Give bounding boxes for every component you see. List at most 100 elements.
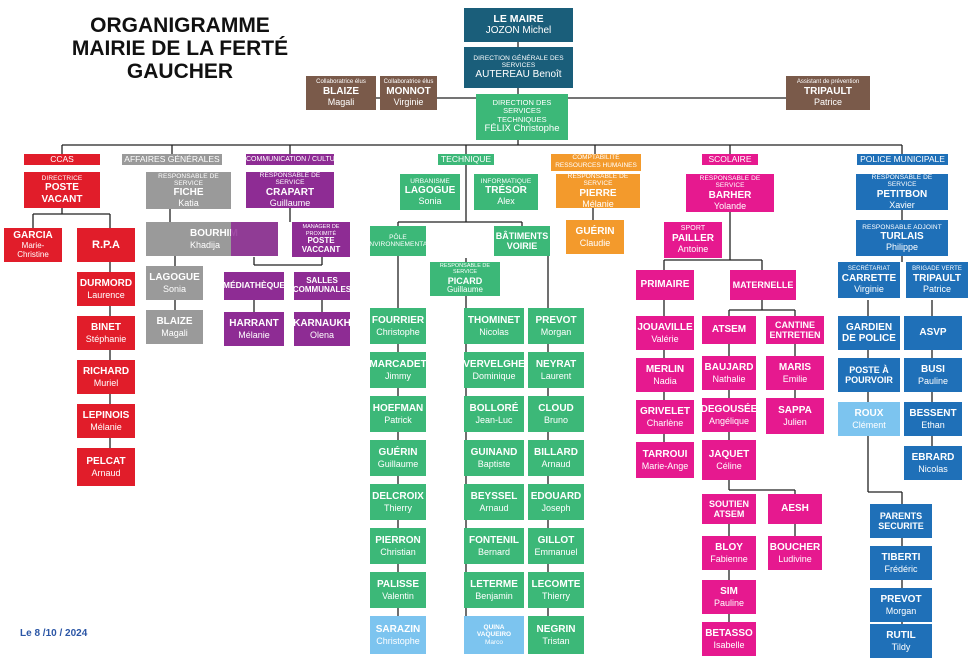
node-police-secretariat: SECRÉTARIAT CARRETTE Virginie — [838, 262, 900, 298]
person-name: QUINA VAQUEIRO — [476, 624, 512, 639]
person-first-name: Bernard — [477, 546, 511, 557]
dept-affaires-generales: AFFAIRES GÉNÉRALES — [122, 154, 222, 165]
node-dst: DIRECTION DES SERVICES TECHNIQUES FÉLIX … — [476, 94, 568, 140]
node-police-brigade: BRIGADE VERTE TRIPAULT Patrice — [906, 262, 968, 298]
person-first-name: Thierry — [541, 590, 570, 601]
person-name: VERVELGHE — [464, 359, 524, 371]
person-first-name: Dominique — [472, 370, 516, 381]
node-ccas-staff-4: PELCAT Arnaud — [77, 448, 135, 486]
person-name: THOMINET — [467, 315, 521, 327]
node-cantine-staff-0: MARIS Emilie — [766, 356, 824, 390]
node-affaires-lagogue: LAGOGUE Sonia — [146, 266, 203, 300]
dept-technique: TECHNIQUE — [438, 154, 494, 165]
node-maire: LE MAIRE JOZON Michel — [464, 8, 573, 42]
node-primaire-staff-0: JOUAVILLE Valérie — [636, 316, 694, 350]
node-parents-securite: PARENTS SECURITE — [870, 504, 932, 538]
person-first-name: Valentin — [382, 590, 414, 601]
person-first-name: Arnaud — [541, 458, 571, 469]
node-ccas-directrice: DIRECTRICE POSTE VACANT — [24, 172, 100, 208]
person-name: FOURRIER — [371, 315, 425, 327]
person-name: HOEFMAN — [372, 403, 424, 415]
node-atsem-staff-2: JAQUET Céline — [702, 440, 756, 480]
node-asvp-staff-1: BESSENT Ethan — [904, 402, 962, 436]
node-pole-environnemental: PÔLE ENVIRONNEMENTAL — [370, 226, 426, 256]
person-name: GILLOT — [537, 535, 575, 547]
node-police-roux: ROUX Clément — [838, 402, 900, 436]
person-first-name: Baptiste — [477, 458, 511, 469]
person-name: LECOMTE — [531, 579, 581, 591]
node-primaire-staff-1: MERLIN Nadia — [636, 358, 694, 392]
node-communication-resp: RESPONSABLE DE SERVICE CRAPART Guillaume — [246, 172, 334, 208]
node-soutien-staff-2: BETASSO Isabelle — [702, 622, 756, 656]
node-maternelle: MATERNELLE — [730, 270, 796, 300]
person-name: LETERME — [470, 579, 518, 591]
node-parents-staff-1: PREVOT Morgan — [870, 588, 932, 622]
title-line-2: MAIRIE DE LA FERTÉ GAUCHER — [71, 37, 289, 83]
node-collab-monnot: Collaboratrice élus MONNOT Virginie — [380, 76, 437, 110]
person-name: GUÉRIN — [378, 447, 418, 459]
node-comptabilite-resp: RESPONSABLE DE SERVICE PIERRE Mélanie — [556, 174, 640, 208]
node-affaires-resp: RESPONSABLE DE SERVICE FICHE Katia — [146, 172, 231, 209]
person-first-name: Benjamin — [475, 590, 513, 601]
person-name: BILLARD — [534, 447, 578, 459]
person-name: BOLLORÉ — [469, 403, 519, 415]
person-first-name: Guillaume — [377, 458, 419, 469]
node-informatique: INFORMATIQUE TRÉSOR Alex — [474, 174, 538, 210]
node-police-resp: RESPONSABLE DE SERVICE PETITBON Xavier — [856, 174, 948, 210]
dept-comptabilite: COMPTABILITÉ RESSOURCES HUMAINES — [551, 154, 641, 171]
person-first-name: Christophe — [376, 635, 420, 646]
node-primaire-staff-3: TARROUI Marie-Ange — [636, 442, 694, 478]
document-date: Le 8 /10 / 2024 — [20, 628, 88, 639]
person-name: EDOUARD — [530, 491, 582, 503]
node-collab-blaize: Collaboratrice élus BLAIZE Magali — [306, 76, 376, 110]
node-bourhim-shared — [231, 222, 278, 256]
person-name: CLOUD — [538, 403, 574, 415]
node-ccas-staff-2: RICHARD Muriel — [77, 360, 135, 394]
node-ccas-rpa: R.P.A — [77, 228, 135, 262]
node-scolaire-resp: RESPONSABLE DE SERVICE BARHER Yolande — [686, 174, 774, 212]
person-name: PALISSE — [376, 579, 420, 591]
dept-police: POLICE MUNICIPALE — [857, 154, 948, 165]
person-first-name: Emmanuel — [534, 546, 578, 557]
person-name: GUINAND — [470, 447, 518, 459]
person-first-name: Tristan — [542, 635, 570, 646]
title-line-1: ORGANIGRAMME — [90, 14, 270, 37]
person-first-name: Arnaud — [479, 502, 509, 513]
node-communication-harrant: HARRANT Mélanie — [224, 312, 284, 346]
person-name: PREVOT — [535, 315, 577, 327]
person-first-name: Jimmy — [385, 370, 411, 381]
node-asvp-staff-2: EBRARD Nicolas — [904, 446, 962, 480]
node-batiments-voirie: BÂTIMENTS VOIRIE — [494, 226, 550, 256]
node-parents-staff-2: RUTIL Tildy — [870, 624, 932, 658]
node-primaire-staff-2: GRIVELET Charlène — [636, 400, 694, 434]
node-ccas-garcia: GARCIA Marie-Christine — [4, 228, 62, 262]
node-affaires-blaize: BLAIZE Magali — [146, 310, 203, 344]
node-asvp-staff-0: BUSI Pauline — [904, 358, 962, 392]
person-name: NEYRAT — [535, 359, 577, 371]
person-first-name: Jean-Luc — [475, 414, 513, 425]
node-primaire: PRIMAIRE — [636, 270, 694, 300]
person-first-name: Christian — [380, 546, 416, 557]
node-aesh-boucher: BOUCHER Ludivine — [768, 536, 822, 570]
node-atsem-staff-0: BAUJARD Nathalie — [702, 356, 756, 390]
node-communication-karnaukh: KARNAUKH Olena — [294, 312, 350, 346]
node-cantine-staff-1: SAPPA Julien — [766, 398, 824, 434]
node-dgs: DIRECTION GÉNÉRALE DES SERVICES AUTEREAU… — [464, 47, 573, 88]
person-first-name: Bruno — [543, 414, 569, 425]
node-cantine-entretien: CANTINE ENTRETIEN — [766, 316, 824, 344]
node-poste-a-pourvoir: POSTE À POURVOIR — [838, 358, 900, 392]
